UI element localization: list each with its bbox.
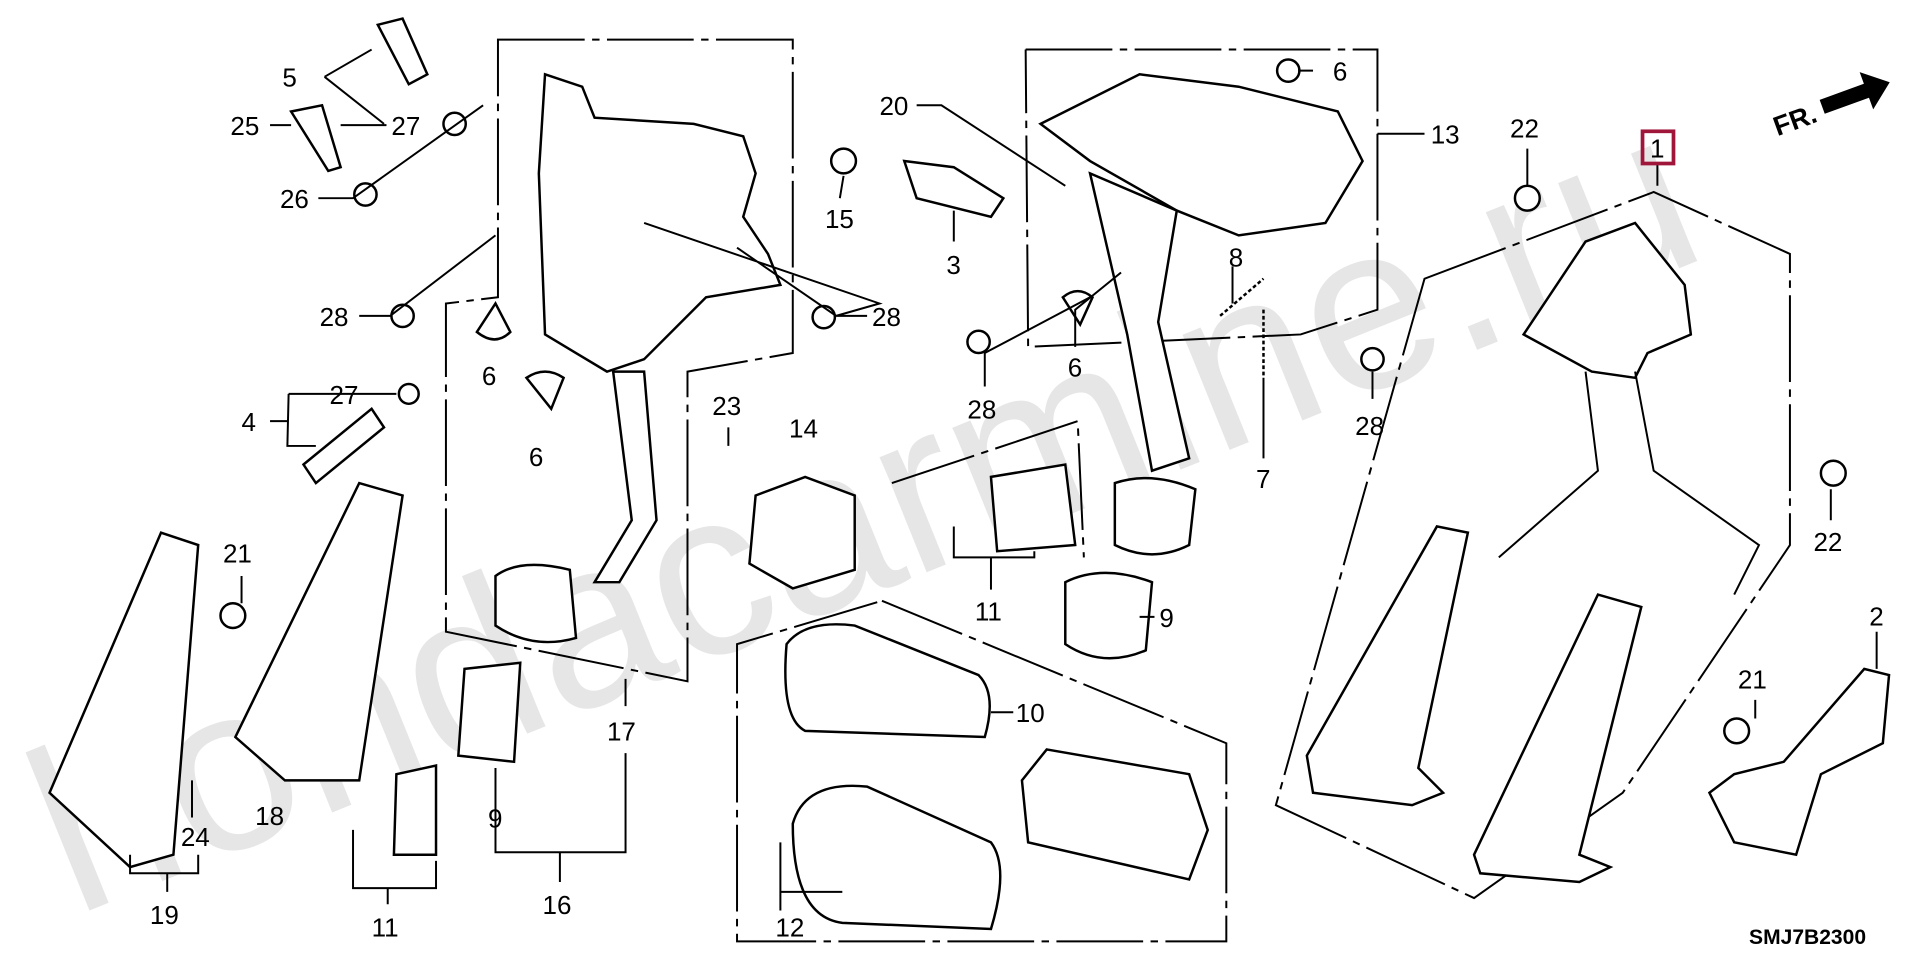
callout-14: 14 (789, 413, 818, 443)
cap-15 (829, 147, 858, 175)
nut-28d (1360, 346, 1385, 372)
arrow-right-icon (1819, 72, 1890, 114)
callout-8: 8 (1229, 242, 1243, 272)
bolt-25 (289, 103, 343, 173)
callout-21: 21 (223, 538, 252, 568)
callout-26: 26 (280, 184, 309, 214)
clutch-arm (1088, 171, 1191, 473)
callout-19: 19 (150, 900, 179, 930)
callout-28: 28 (872, 302, 901, 332)
callout-16: 16 (543, 890, 572, 920)
highlight-box-1 (1640, 129, 1676, 166)
pad-11-left (392, 763, 438, 856)
nut-28a (390, 303, 415, 329)
callout-6: 6 (1333, 57, 1347, 87)
brake-pedal-right (1113, 476, 1197, 556)
callout-27: 27 (391, 111, 420, 141)
callout-13: 13 (1431, 120, 1460, 150)
callout-17: 17 (607, 717, 636, 747)
callout-25: 25 (230, 111, 259, 141)
pad-10 (784, 623, 991, 739)
callout-9: 9 (1159, 603, 1173, 633)
clip-6b (524, 370, 566, 412)
callout-11: 11 (975, 597, 1002, 627)
callout-7: 7 (1256, 464, 1270, 494)
callout-18: 18 (255, 801, 284, 831)
pad-9-left (457, 661, 522, 764)
pad-18 (233, 481, 404, 782)
callout-6: 6 (482, 361, 496, 391)
callout-15: 15 (825, 204, 854, 234)
nut-21-right (1723, 717, 1751, 745)
callout-6: 6 (1068, 353, 1082, 383)
switch-4 (301, 406, 386, 485)
brake-arm (592, 370, 658, 584)
pad-12 (791, 784, 1002, 931)
callout-27: 27 (329, 380, 358, 410)
switch-3 (902, 159, 1006, 219)
diagram-code: SMJ7B2300 (1749, 926, 1866, 949)
pad-9-right (1064, 571, 1154, 660)
callout-28: 28 (967, 395, 996, 425)
pad-plate (1020, 748, 1210, 881)
group-frames (444, 38, 1791, 943)
switch-5 (375, 17, 429, 86)
nut-6 (1275, 58, 1301, 83)
nut-21-left (219, 602, 247, 630)
callout-28: 28 (320, 302, 349, 332)
leader-lines (129, 48, 1878, 911)
pad-19 (48, 531, 200, 869)
callout-24: 24 (181, 822, 210, 852)
brake-pedal-left (494, 563, 578, 644)
pad-11-right (989, 463, 1077, 553)
callout-3: 3 (946, 250, 960, 280)
pedal-bracket-left (537, 72, 783, 373)
bracket-14 (748, 475, 856, 590)
callout-5: 5 (282, 63, 296, 93)
callout-1[interactable]: 1 (1650, 133, 1664, 163)
callout-23: 23 (712, 391, 741, 421)
callout-9: 9 (488, 803, 502, 833)
nut-28b (811, 304, 837, 330)
bracket-13 (1038, 73, 1364, 237)
nut-22-top (1513, 184, 1541, 212)
callout-2: 2 (1869, 602, 1883, 632)
callout-6: 6 (529, 442, 543, 472)
callout-10: 10 (1016, 698, 1045, 728)
callout-22: 22 (1510, 113, 1539, 143)
callout-4: 4 (242, 407, 256, 437)
callout-20: 20 (879, 91, 908, 121)
accel-pedal-left (1305, 525, 1470, 807)
callout-11: 11 (372, 912, 399, 942)
nut-26 (353, 182, 378, 207)
front-direction-indicator: FR. (1769, 72, 1890, 142)
clip-6a (475, 301, 512, 341)
callout-12: 12 (775, 912, 804, 942)
callout-21: 21 (1738, 665, 1767, 695)
parts (48, 17, 1891, 931)
nut-27b (397, 382, 420, 406)
accelerator-bracket (1521, 221, 1693, 380)
bracket-2 (1707, 667, 1891, 857)
accel-pedal-right (1472, 593, 1643, 884)
fr-label: FR. (1769, 98, 1821, 142)
callout-28: 28 (1355, 411, 1384, 441)
spring-8 (1219, 277, 1265, 317)
nut-22-right (1819, 459, 1847, 487)
nut-28c (966, 329, 991, 355)
callout-labels: 5 25 27 26 28 6 6 27 4 21 18 24 19 9 11 … (150, 57, 1884, 943)
callout-22: 22 (1813, 527, 1842, 557)
